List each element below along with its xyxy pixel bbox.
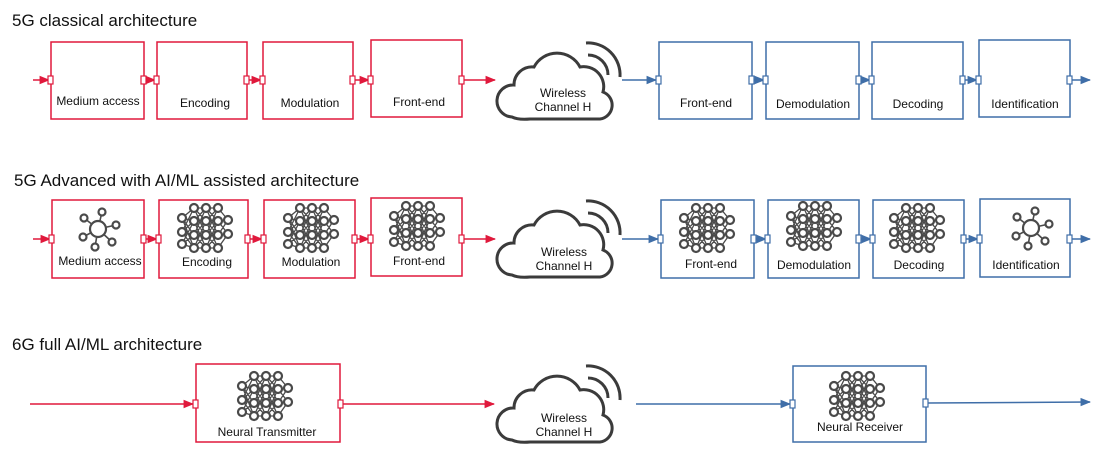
channel-label: Wireless: [541, 411, 587, 425]
block-label: Neural Receiver: [817, 420, 903, 434]
block-label: Identification: [992, 258, 1059, 272]
block-label: Decoding: [894, 258, 945, 272]
channel-label: Wireless: [540, 86, 586, 100]
wireless-channel: Wireless Channel H: [495, 41, 622, 121]
rx-chain: Front-end Demodulation Decoding Identifi…: [622, 198, 1092, 279]
block-front-end: Front-end: [370, 197, 463, 277]
block-front-end: Front-end: [370, 39, 463, 118]
port-markers: [192, 399, 344, 409]
tx-chain: Medium access Encoding Modulation Front-…: [33, 197, 497, 279]
block-label: Modulation: [282, 255, 341, 269]
rx-chain: Neural Receiver: [636, 365, 1092, 443]
block-label: Encoding: [180, 96, 230, 110]
block-modulation: Modulation: [263, 199, 356, 279]
block-label: Demodulation: [776, 97, 850, 111]
port-markers: [657, 234, 1073, 244]
block-label: Decoding: [893, 97, 944, 111]
block-identification: Identification: [979, 198, 1071, 278]
row-title-5g-advanced: 5G Advanced with AI/ML assisted architec…: [14, 171, 359, 190]
wireless-channel: Wireless Channel H: [495, 199, 622, 279]
block-label: Medium access: [58, 254, 141, 268]
block-medium-access: Medium access: [51, 199, 145, 279]
row-5g-advanced: Medium access Encoding Modulation Front-…: [33, 197, 1092, 279]
rx-chain: Front-end Demodulation Decoding Identifi…: [622, 39, 1092, 120]
block-demodulation: Demodulation: [767, 199, 860, 279]
block-encoding: Encoding: [158, 199, 249, 279]
row-6g: Neural Transmitter Wireless Channel H N: [30, 363, 1092, 444]
channel-label: Channel H: [536, 425, 593, 439]
row-title-5g-classical: 5G classical architecture: [12, 11, 197, 30]
block-front-end: Front-end: [660, 199, 755, 279]
wireless-channel: Wireless Channel H: [495, 364, 622, 444]
block-label: Encoding: [182, 255, 232, 269]
port-markers: [47, 75, 465, 85]
block-identification: Identification: [978, 39, 1071, 118]
channel-label: Wireless: [541, 245, 587, 259]
block-front-end: Front-end: [658, 41, 753, 120]
block-label: Neural Transmitter: [218, 425, 317, 439]
port-markers: [789, 398, 929, 409]
channel-label: Channel H: [536, 259, 593, 273]
block-neural-transmitter: Neural Transmitter: [195, 363, 341, 443]
port-markers: [655, 75, 1073, 85]
block-label: Identification: [991, 97, 1058, 111]
cloud-signal-icon: [495, 199, 622, 279]
block-medium-access: Medium access: [50, 41, 145, 120]
cloud-signal-icon: [495, 364, 622, 444]
block-label: Front-end: [680, 96, 732, 110]
block-label: Demodulation: [777, 258, 851, 272]
block-modulation: Modulation: [262, 41, 354, 120]
row-title-6g: 6G full AI/ML architecture: [12, 335, 202, 354]
port-markers: [48, 234, 465, 244]
block-decoding: Decoding: [872, 199, 965, 279]
block-label: Front-end: [393, 254, 445, 268]
block-label: Medium access: [56, 94, 139, 108]
block-label: Front-end: [393, 95, 445, 109]
block-decoding: Decoding: [871, 41, 964, 120]
block-label: Front-end: [685, 257, 737, 271]
cloud-signal-icon: [495, 41, 622, 121]
block-label: Modulation: [281, 96, 340, 110]
block-encoding: Encoding: [156, 41, 248, 120]
tx-chain: Medium access Encoding Modulation Front-…: [33, 39, 497, 120]
tx-chain: Neural Transmitter: [30, 363, 496, 443]
block-neural-receiver: Neural Receiver: [792, 365, 927, 443]
block-demodulation: Demodulation: [765, 41, 860, 120]
channel-label: Channel H: [535, 100, 592, 114]
row-5g-classical: Medium access Encoding Modulation Front-…: [33, 39, 1092, 121]
